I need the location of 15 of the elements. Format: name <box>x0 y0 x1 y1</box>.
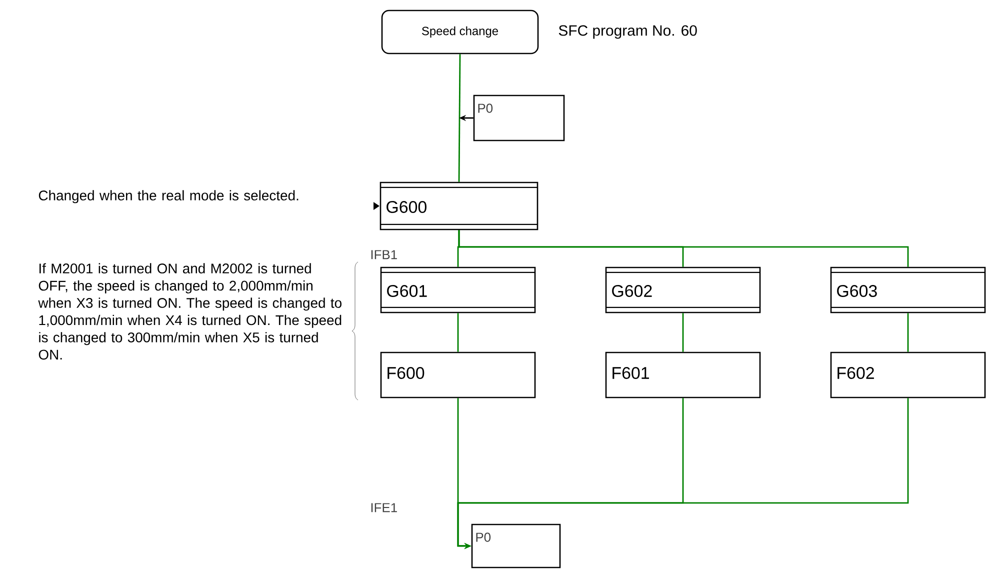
transition-box: F600 <box>380 352 536 398</box>
jump-box: P0 <box>471 524 561 568</box>
step-box: G600 <box>380 182 538 230</box>
branch-label: IFE1 <box>371 503 397 512</box>
note-text: If M2001 is turned ON and M2002 is turned OFF, the speed is changed to 2,000mm/min when X3 is turned ON. The speed is changed to 1,000mm/min when X4 is turned ON. The speed is changed to 300mm/min when X5 is turned ON. <box>38 263 342 360</box>
jump-box: P0 <box>473 94 565 142</box>
program-label: SFC program No. 60 <box>558 25 697 39</box>
note-text: Changed when the real mode is selected. <box>38 190 298 204</box>
branch-label: IFB1 <box>371 250 397 260</box>
step-box: G601 <box>380 266 536 314</box>
step-box: G603 <box>830 266 986 314</box>
transition-box: F601 <box>605 352 761 398</box>
step-box: G602 <box>605 266 761 314</box>
start-box: Speed change <box>381 10 539 54</box>
transition-box: F602 <box>830 352 986 398</box>
